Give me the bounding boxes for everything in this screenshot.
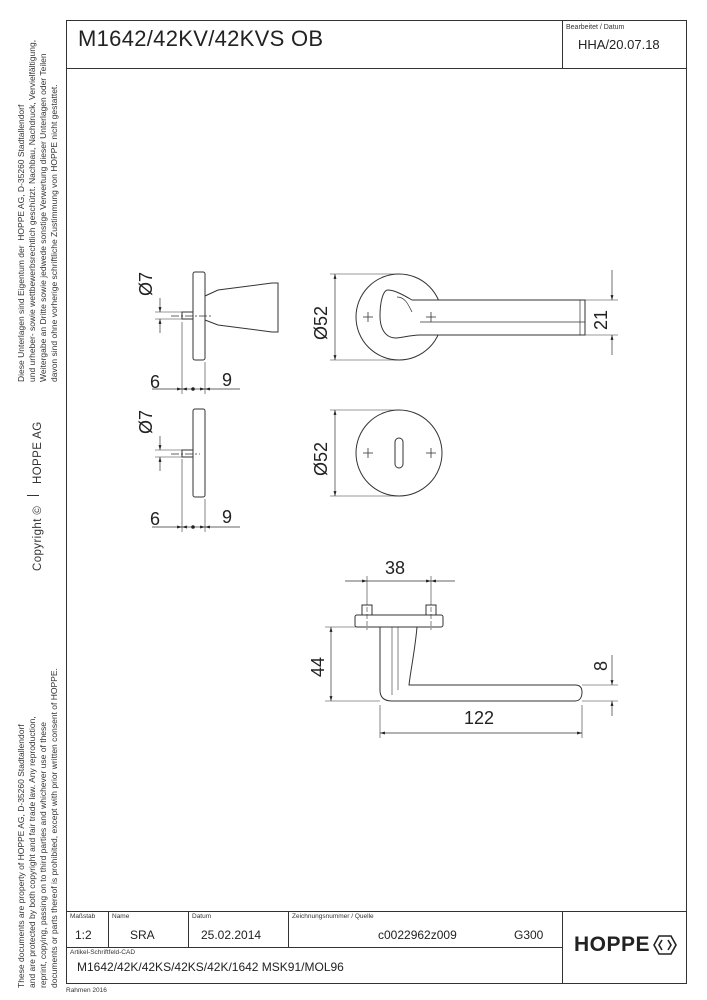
dim-6-bottom: 6 <box>150 509 160 529</box>
header-bottom-line <box>66 68 687 69</box>
tb-div-1 <box>108 911 109 947</box>
drawing-title: M1642/42KV/42KVS OB <box>78 26 324 51</box>
front-view-escutcheon <box>330 409 443 497</box>
drawing-frame <box>66 20 687 984</box>
date-label: Datum <box>192 913 212 920</box>
edited-value: HHA/20.07.18 <box>578 37 660 52</box>
top-view-handle <box>325 576 618 738</box>
dim-8: 8 <box>591 661 611 671</box>
tb-div-3 <box>288 911 289 947</box>
frame-footer: Rahmen 2016 <box>66 987 107 994</box>
hoppe-logo-text: HOPPE <box>574 933 651 956</box>
name-value: SRA <box>130 928 155 942</box>
dim-122: 122 <box>464 708 494 728</box>
name-label: Name <box>112 913 130 920</box>
tb-div-2 <box>188 911 189 947</box>
dim-38: 38 <box>385 558 405 578</box>
dim-44: 44 <box>308 657 328 677</box>
material-grade: G300 <box>514 928 544 942</box>
dim-d52-bottom: Ø52 <box>311 442 331 476</box>
dim-d52-top: Ø52 <box>311 306 331 340</box>
dim-21: 21 <box>591 310 611 330</box>
date-value: 25.02.2014 <box>201 928 262 942</box>
titleblock-mid <box>66 947 563 948</box>
hoppe-logo-mark-icon <box>653 935 677 955</box>
article-value: M1642/42K/42KS/42KS/42K/1642 MSK91/MOL96 <box>77 960 344 974</box>
header-divider <box>562 20 563 68</box>
side-view-bottom <box>152 408 240 532</box>
dim-6-top: 6 <box>150 372 160 392</box>
titleblock-logo-divider <box>562 911 563 984</box>
scale-label: Maßstab <box>70 913 96 920</box>
dim-d7-bottom: Ø7 <box>136 410 156 434</box>
drawing-number-value: c0022962z009 <box>378 928 457 942</box>
front-view-handle <box>330 270 618 361</box>
edited-label: Bearbeitet / Datum <box>566 24 625 31</box>
scale-value: 1:2 <box>75 928 92 942</box>
drawing-number-label: Zeichnungsnummer / Quelle <box>292 913 374 920</box>
dim-d7-top: Ø7 <box>136 272 156 296</box>
side-separator <box>27 495 39 496</box>
titleblock-top <box>66 911 687 912</box>
dim-9-bottom: 9 <box>222 507 232 527</box>
article-label: Artikel-Schriftfeld-CAD <box>70 949 136 956</box>
hoppe-logo: HOPPE <box>574 933 650 957</box>
dim-9-top: 9 <box>222 370 232 390</box>
side-view-top <box>152 271 279 394</box>
